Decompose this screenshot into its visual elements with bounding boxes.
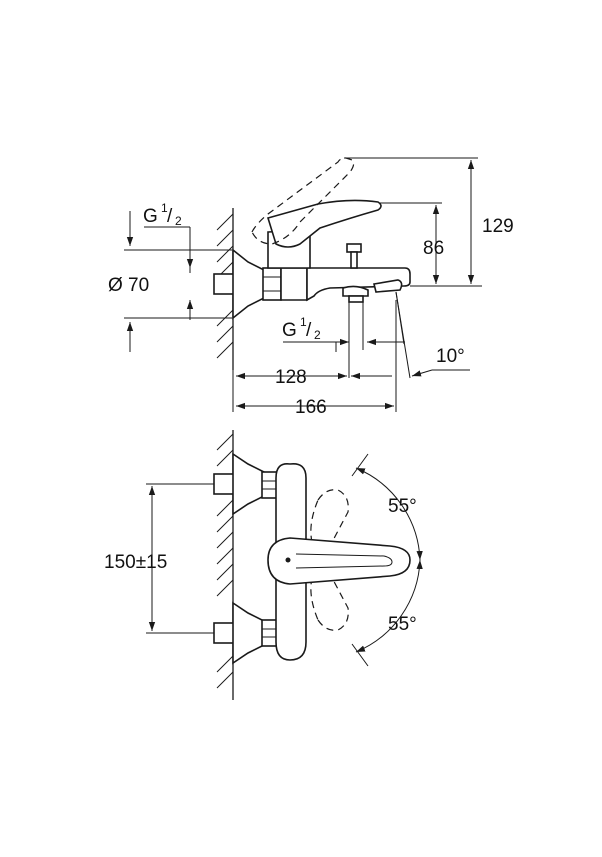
label-angle-10: 10° (436, 346, 465, 367)
wall-hatching-bottom (216, 433, 234, 689)
escutcheon-upper (232, 452, 265, 516)
label-129: 129 (482, 216, 514, 237)
svg-text:/: / (306, 320, 312, 341)
spout-outlet (373, 279, 403, 293)
escutcheon-cone (232, 248, 265, 320)
escutcheon-lower (232, 601, 265, 665)
temperature-indicator-icon (285, 557, 291, 563)
svg-text:/: / (167, 206, 173, 227)
svg-text:2: 2 (175, 214, 182, 228)
svg-text:2: 2 (314, 328, 321, 342)
thread-label-spout: G 1 / 2 (282, 315, 321, 342)
label-diameter-70: Ø 70 (108, 275, 149, 296)
front-view: 150±15 55° 55° (104, 430, 423, 700)
hose-connector (342, 285, 369, 297)
lever-handle (266, 199, 382, 248)
label-128: 128 (275, 367, 307, 388)
svg-text:G: G (282, 320, 297, 341)
lever-position-up-dashed (310, 489, 349, 549)
svg-text:G: G (143, 206, 158, 227)
lever-position-down-dashed (310, 571, 349, 631)
hex-nut (262, 267, 282, 301)
mixer-body (280, 267, 308, 301)
svg-text:1: 1 (161, 201, 168, 215)
label-86: 86 (423, 238, 444, 259)
angle-arc-upper (355, 467, 423, 561)
svg-text:1: 1 (300, 315, 307, 329)
thread-label-inlet: G 1 / 2 (143, 201, 182, 228)
label-166: 166 (295, 397, 327, 418)
label-angle-55-top: 55° (388, 496, 417, 517)
diverter-knob (346, 243, 362, 253)
angle-arc-lower (355, 559, 423, 653)
label-angle-55-bottom: 55° (388, 614, 417, 635)
spout-body (306, 267, 411, 302)
inlet-stub (213, 273, 235, 295)
inlet-stub-lower (213, 622, 235, 644)
inlet-stub-upper (213, 473, 235, 495)
side-view: 129 86 G 1 / 2 Ø 70 G 1 / 2 (108, 157, 514, 418)
label-150: 150±15 (104, 552, 167, 573)
